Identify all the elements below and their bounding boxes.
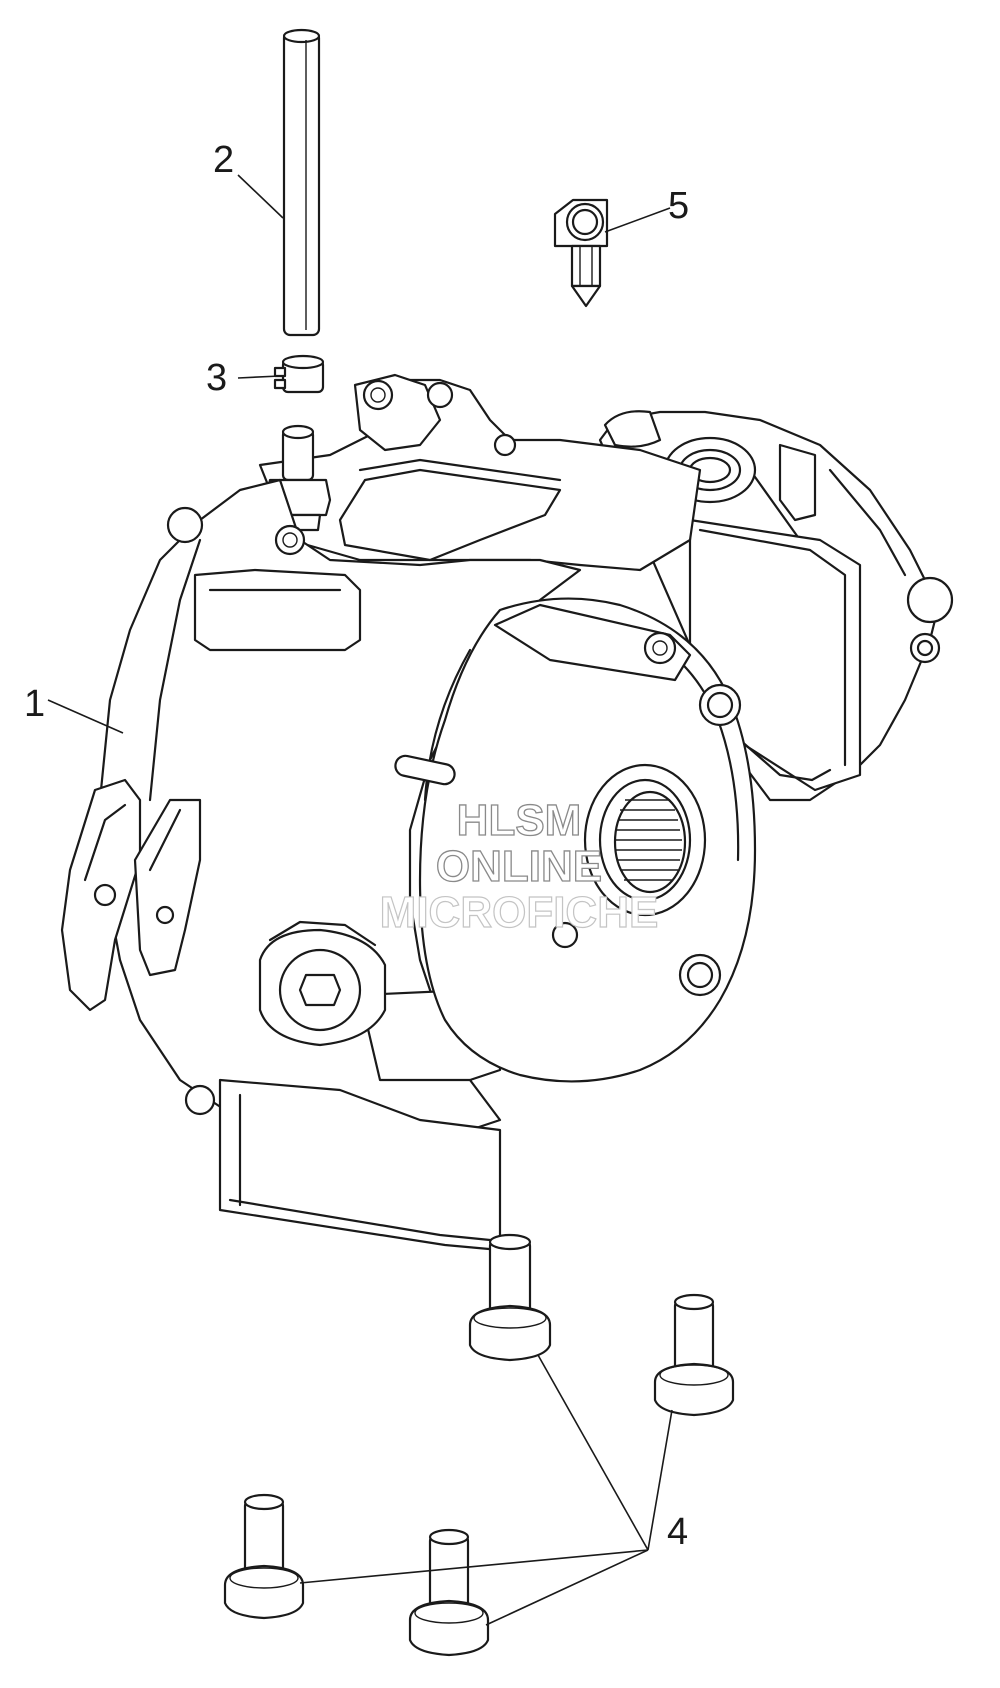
callout-3: 3: [206, 357, 227, 399]
part-4-flange-bolt: [408, 1528, 490, 1657]
part-5-sensor: [553, 198, 609, 308]
part-3-hose-clamp: [273, 354, 325, 394]
part-2-vent-tube: [282, 28, 321, 337]
watermark-line-2: ONLINE: [436, 842, 602, 891]
callout-2: 2: [213, 139, 234, 181]
watermark-line-3: MICROFICHE: [380, 888, 659, 937]
callout-5: 5: [668, 185, 689, 227]
part-4-flange-bolt: [653, 1293, 735, 1417]
part-4-flange-bolt: [468, 1233, 552, 1362]
part-1-gearcase-housing: [60, 373, 954, 1252]
part-4-flange-bolt: [223, 1493, 305, 1620]
callout-1: 1: [24, 683, 45, 725]
leader-lines: [47, 174, 673, 1626]
callout-4: 4: [667, 1511, 688, 1553]
watermark-line-1: HLSM: [457, 796, 582, 845]
watermark: HLSM ONLINE MICROFICHE: [379, 795, 659, 937]
spline-teeth: [616, 799, 682, 881]
